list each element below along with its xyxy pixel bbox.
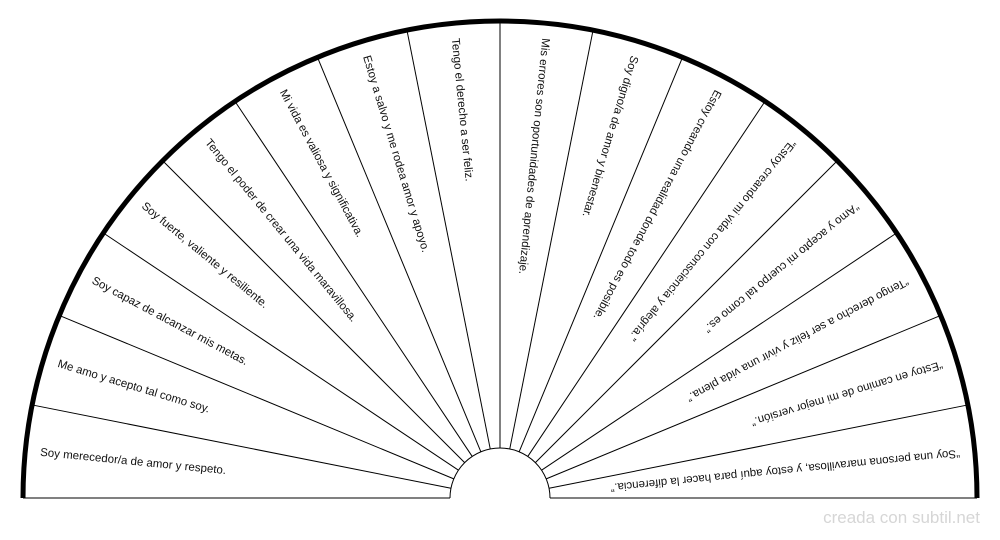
segment-label: Estoy a salvo y me rodea amor y apoyo. — [360, 54, 431, 254]
segment-divider — [546, 314, 941, 480]
watermark: creada con subtil.net — [823, 508, 980, 527]
segment-divider — [162, 160, 465, 463]
segment-label: Soy digno/a de amor y bienestar. — [580, 54, 640, 218]
segment-label: Me amo y acepto tal como soy. — [56, 358, 211, 415]
segment-label: Mis errores son oportunidades de aprendi… — [516, 38, 551, 275]
segment-label: Tengo el poder de crear una vida maravil… — [202, 137, 359, 324]
segment-divider — [234, 101, 473, 457]
segment-label: “Estoy creando mi vida con consciencia y… — [626, 137, 798, 343]
segment-divider — [59, 314, 454, 480]
segment-label: “Soy una persona maravillosa, y estoy aq… — [610, 447, 961, 493]
segment-divider — [316, 57, 482, 452]
segment-divider — [541, 232, 897, 471]
segment-label: Soy merecedor/a de amor y respeto. — [40, 447, 227, 477]
inner-hub-arc — [449, 447, 551, 499]
outer-arc — [20, 18, 980, 499]
segment-divider — [548, 404, 968, 489]
segment-label: Mi vida es valiosa y significativa. — [277, 88, 366, 240]
segment-label: Soy fuerte, valiente y resiliente. — [139, 200, 270, 311]
segment-divider — [527, 101, 766, 457]
segment-divider — [406, 30, 491, 450]
segment-label: Soy capaz de alcanzar mis metas. — [90, 275, 250, 368]
segment-divider — [518, 57, 684, 452]
segment-divider — [32, 404, 452, 489]
segment-divider — [103, 232, 459, 471]
segment-divider — [509, 30, 594, 450]
segment-label: Tengo el derecho a ser feliz. — [449, 38, 475, 182]
segment-divider — [535, 160, 838, 463]
segment-label: “Estoy en camino de mi mejor versión.” — [749, 358, 943, 427]
segment-dividers — [32, 21, 968, 489]
